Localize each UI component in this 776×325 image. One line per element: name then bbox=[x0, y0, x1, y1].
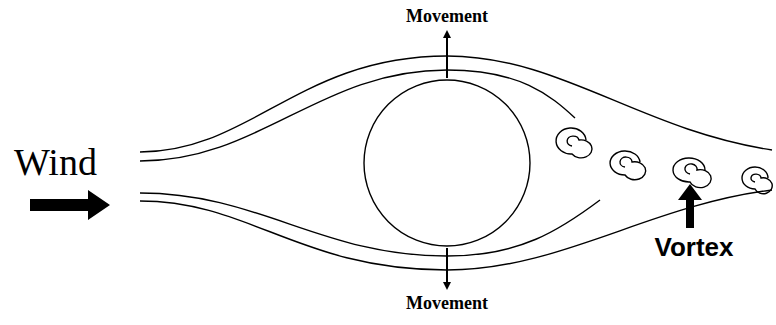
wind-label: Wind bbox=[14, 140, 97, 184]
movement-label: Movement bbox=[406, 6, 488, 27]
wind-arrow bbox=[30, 190, 110, 220]
streamlines bbox=[140, 56, 772, 270]
movement-arrow bbox=[446, 32, 448, 78]
vortex-arrow bbox=[678, 184, 702, 228]
movement-arrow bbox=[446, 248, 448, 288]
movement-label: Movement bbox=[406, 293, 488, 314]
vortex-label: Vortex bbox=[655, 232, 734, 263]
vortices bbox=[556, 128, 772, 194]
cylinder bbox=[364, 80, 530, 246]
